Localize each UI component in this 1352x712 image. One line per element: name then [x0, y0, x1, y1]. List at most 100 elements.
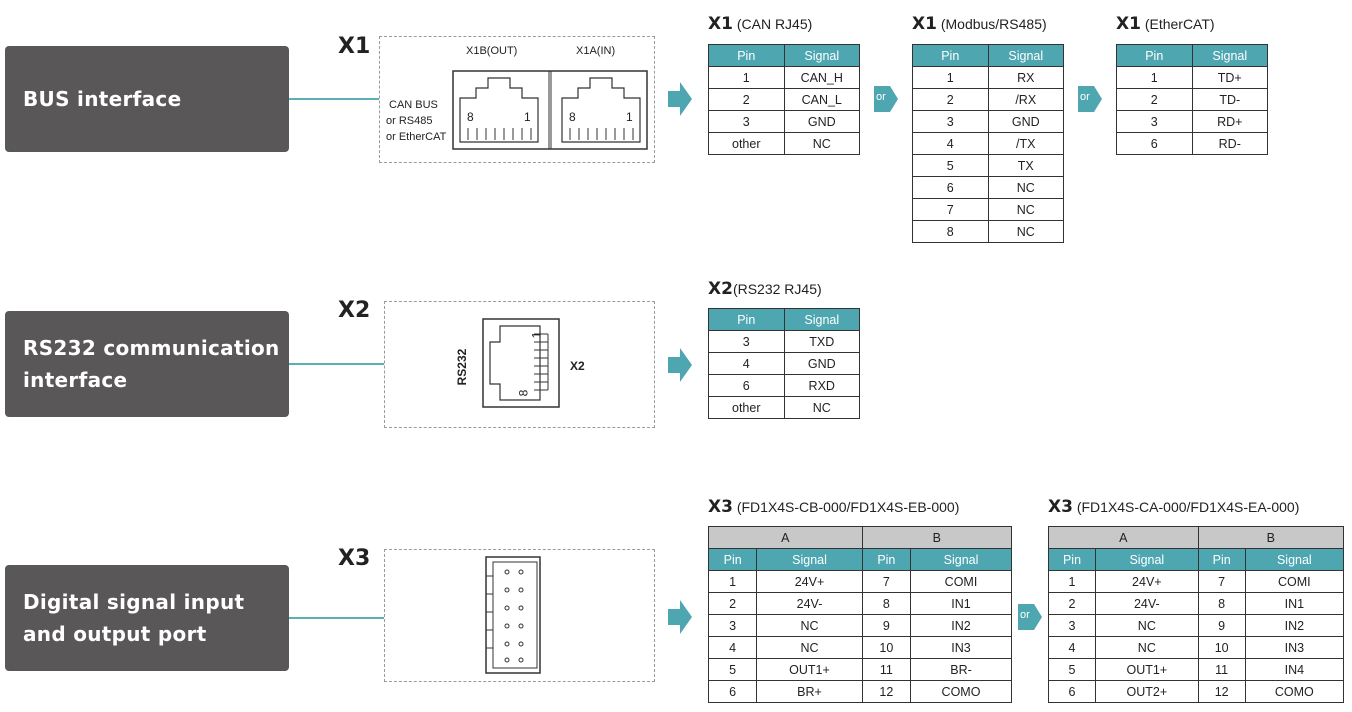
table-cell: 3: [1116, 110, 1193, 133]
table-cell: NC: [783, 132, 860, 155]
table-cell: 2: [1116, 88, 1193, 111]
table-cell: 24V-: [756, 592, 863, 615]
x1-connector-box: [379, 36, 655, 163]
or-marker: or: [1018, 604, 1042, 630]
column-header-signal: Signal: [1095, 548, 1199, 571]
or-marker: or: [874, 86, 898, 112]
table-cell: 5: [912, 154, 989, 177]
table-cell: 1: [1116, 66, 1193, 89]
table-cell: IN3: [910, 636, 1012, 659]
table-cell: OUT2+: [1095, 680, 1199, 703]
table-cell: 24V-: [1095, 592, 1199, 615]
table-cell: 8: [1197, 592, 1246, 615]
table-cell: 4: [707, 636, 758, 659]
x1b-pin-8: 8: [467, 110, 474, 124]
column-header-pin: Pin: [1047, 548, 1097, 571]
table-cell: GND: [987, 110, 1064, 133]
table-cell: NC: [987, 176, 1064, 199]
table-cell: 12: [1197, 680, 1246, 703]
table-cell: NC: [1095, 614, 1199, 637]
table-cell: 6: [708, 374, 785, 397]
table-cell: 2: [1047, 592, 1097, 615]
table-cell: COMO: [910, 680, 1012, 703]
table-cell: TD-: [1191, 88, 1268, 111]
table-cell: 3: [1047, 614, 1097, 637]
connector-line-x3: [289, 617, 384, 619]
table-cell: 1: [708, 66, 785, 89]
table-cell: 6: [912, 176, 989, 199]
table-cell: other: [708, 132, 785, 155]
x1-side-label: CAN BUS or RS485 or EtherCAT: [386, 99, 447, 143]
column-header-pin: Pin: [1197, 548, 1246, 571]
table-cell: 5: [707, 658, 758, 681]
table-cell: 24V+: [1095, 570, 1199, 593]
table-title-x3-cb: X3 (FD1X4S-CB-000/FD1X4S-EB-000): [708, 497, 960, 517]
table-cell: RD+: [1191, 110, 1268, 133]
x2-connector-box: [384, 301, 655, 428]
table-cell: IN1: [1244, 592, 1345, 615]
table-title-modbus: X1 (Modbus/RS485): [912, 14, 1047, 34]
column-header-pin: Pin: [708, 44, 785, 67]
arrow-right-icon: [668, 348, 692, 382]
table-cell: OUT1+: [1095, 658, 1199, 681]
rj45-jack-icon: [482, 318, 560, 408]
table-cell: IN4: [1244, 658, 1345, 681]
table-cell: 3: [912, 110, 989, 133]
group-header-a: A: [708, 526, 863, 549]
rs232-vertical-label: RS232: [455, 348, 469, 386]
table-cell: BR-: [910, 658, 1012, 681]
table-title-rs232: X2(RS232 RJ45): [708, 279, 822, 299]
table-cell: 2: [707, 592, 758, 615]
table-cell: NC: [987, 198, 1064, 221]
column-header-pin: Pin: [861, 548, 912, 571]
table-title-ethercat: X1 (EtherCAT): [1116, 14, 1215, 34]
table-cell: 3: [708, 110, 785, 133]
table-cell: 1: [1047, 570, 1097, 593]
table-cell: NC: [783, 396, 860, 419]
x1b-pin-1: 1: [524, 110, 531, 124]
table-cell: /TX: [987, 132, 1064, 155]
arrow-right-icon: [668, 600, 692, 634]
table-cell: TD+: [1191, 66, 1268, 89]
table-cell: /RX: [987, 88, 1064, 111]
table-cell: NC: [1095, 636, 1199, 659]
column-header-signal: Signal: [783, 308, 860, 331]
table-cell: 7: [1197, 570, 1246, 593]
column-header-signal: Signal: [1191, 44, 1268, 67]
x3-connector-box: [384, 549, 655, 682]
table-cell: 9: [1197, 614, 1246, 637]
x2-pin-8: 8: [516, 389, 531, 397]
table-cell: 8: [861, 592, 912, 615]
table-cell: NC: [756, 636, 863, 659]
table-cell: 6: [707, 680, 758, 703]
table-cell: RX: [987, 66, 1064, 89]
table-cell: IN2: [910, 614, 1012, 637]
table-cell: 4: [1047, 636, 1097, 659]
table-cell: 6: [1116, 132, 1193, 155]
table-cell: 10: [1197, 636, 1246, 659]
